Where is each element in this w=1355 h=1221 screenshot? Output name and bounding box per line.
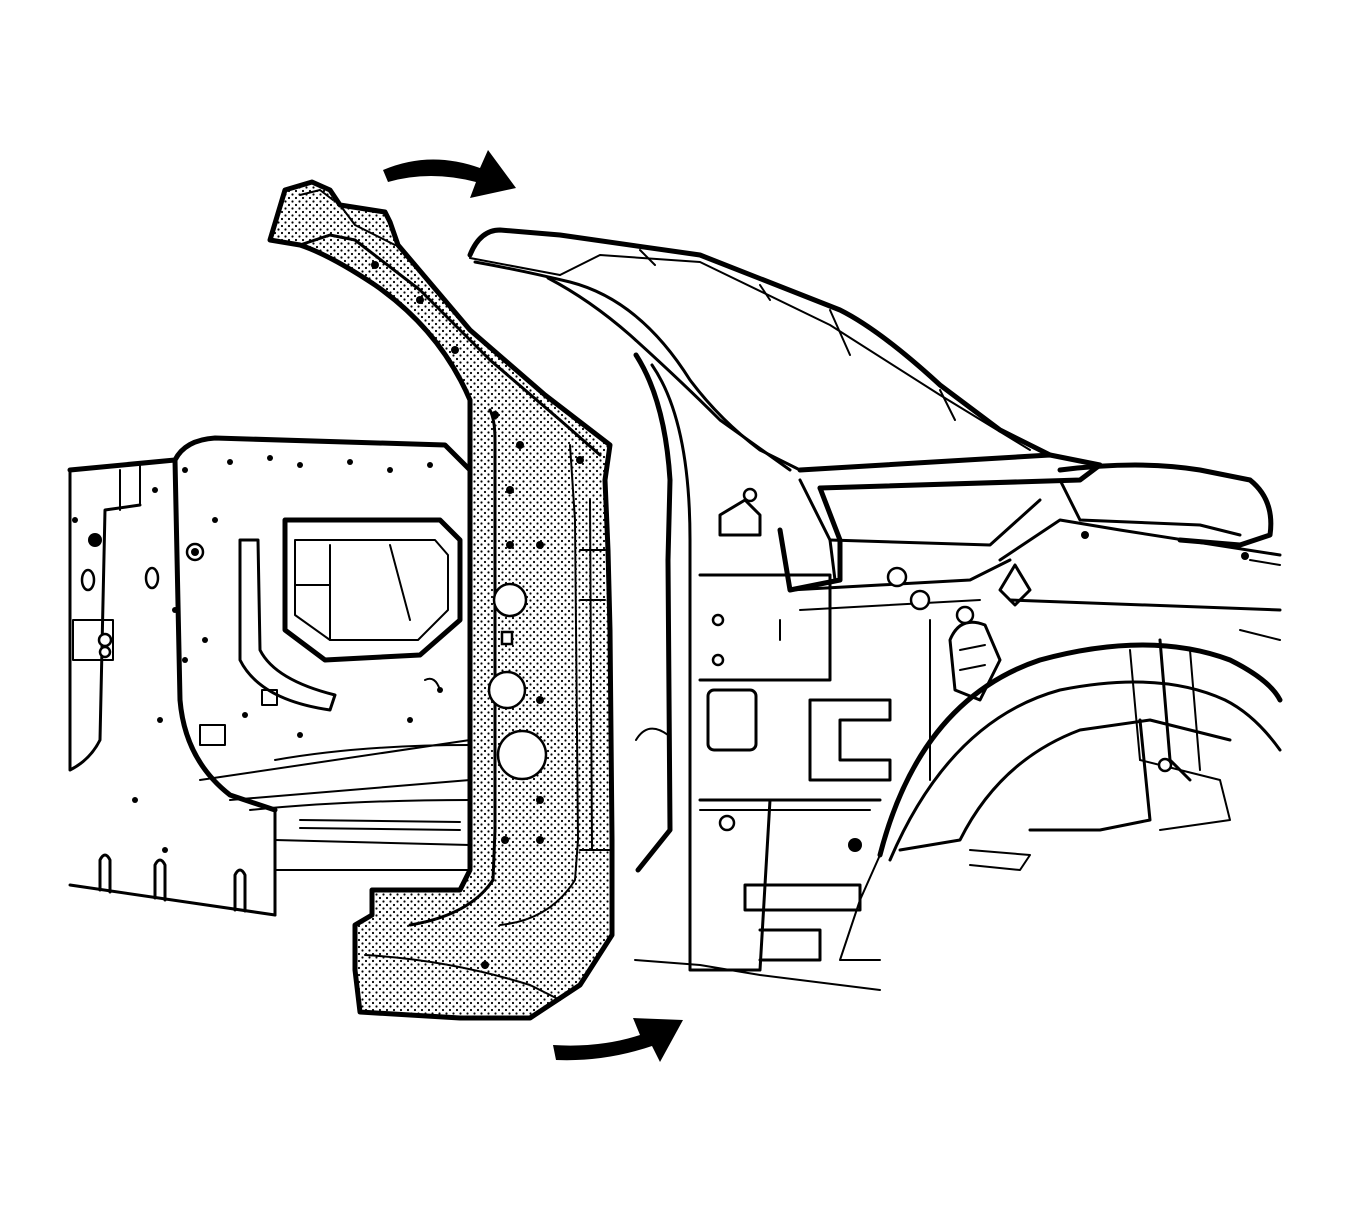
front-wheelhouse-assembly xyxy=(839,462,1283,961)
left-body-side-panel xyxy=(67,435,473,917)
cowl-windshield-frame xyxy=(467,227,1103,991)
hinge-pillar-highlighted xyxy=(267,179,615,1021)
upper-rotation-arrow xyxy=(383,150,516,198)
lower-rotation-arrow xyxy=(553,1018,683,1062)
